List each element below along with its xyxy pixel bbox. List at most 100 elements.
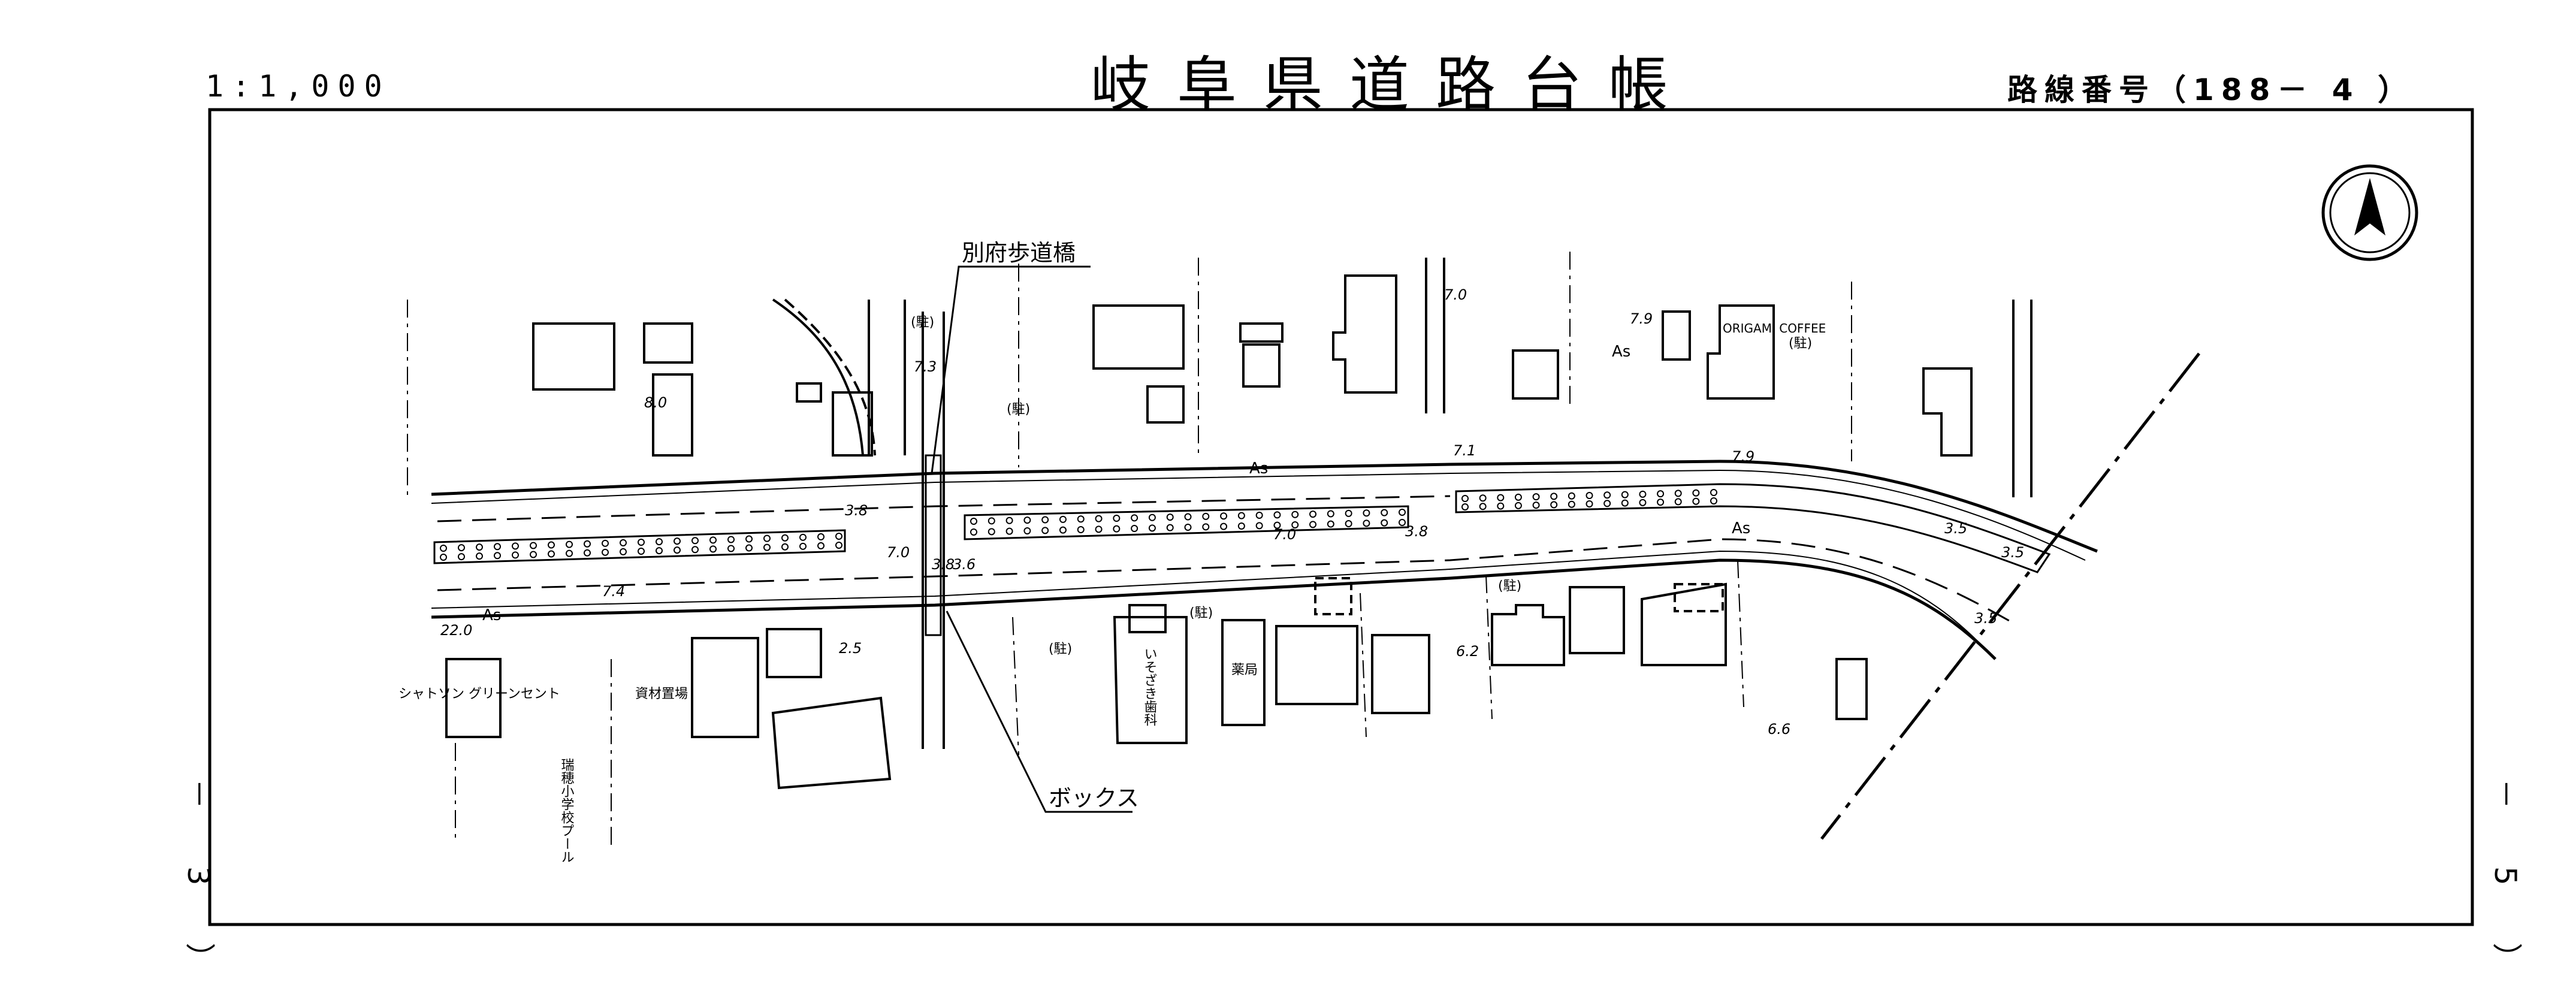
tree-dot xyxy=(1399,519,1406,526)
tree-dot xyxy=(566,540,573,548)
tree-dot xyxy=(781,534,789,542)
width-label: 7.1 xyxy=(1453,442,1476,459)
tree-dot xyxy=(494,543,501,551)
tree-dot xyxy=(1184,513,1192,521)
width-label: 6.6 xyxy=(1768,721,1790,738)
tree-dot xyxy=(1255,522,1263,530)
tree-dot xyxy=(1148,513,1156,521)
tree-dot xyxy=(817,533,825,540)
tree-dot xyxy=(674,537,681,545)
parking-label: (駐) xyxy=(911,315,934,330)
surface-labels: As As As As xyxy=(482,343,1750,624)
callout-underlines xyxy=(959,265,1133,813)
buildings xyxy=(445,274,1973,790)
tree-dot xyxy=(1381,519,1388,527)
width-label: 3.5 xyxy=(2001,544,2024,561)
tree-dot xyxy=(970,528,977,536)
tree-dot xyxy=(1041,527,1049,534)
tree-dot xyxy=(458,544,465,552)
tree-dot xyxy=(727,536,735,543)
tree-dot xyxy=(1621,491,1629,498)
tree-dot xyxy=(1345,520,1352,527)
tree-dot xyxy=(1113,515,1121,522)
tree-dot xyxy=(1291,510,1299,518)
surface-label: As xyxy=(1249,460,1268,478)
tree-dot xyxy=(835,542,842,549)
parking-label: (駐) xyxy=(1789,336,1812,351)
width-label: 7.9 xyxy=(1630,310,1653,327)
tree-dot xyxy=(1327,510,1334,518)
tree-dot xyxy=(656,538,663,546)
tree-dot xyxy=(1095,515,1103,522)
tree-dot xyxy=(1692,497,1700,505)
tree-dot xyxy=(620,548,627,555)
tree-dot xyxy=(1237,512,1245,519)
road-map: 別府歩道橋 ボックス シャトソン グリーンセント 資材置場 瑞穂小学校プール い… xyxy=(208,108,2474,926)
tree-dot xyxy=(799,533,807,541)
tree-dot xyxy=(1291,521,1299,528)
tree-dot xyxy=(638,548,645,555)
tree-dot xyxy=(512,551,519,559)
tree-dot xyxy=(1273,521,1281,529)
width-label: 22.0 xyxy=(440,622,472,639)
tree-dot xyxy=(1041,516,1049,524)
tree-dot xyxy=(1363,509,1370,517)
tree-dot xyxy=(745,535,753,543)
tree-dot xyxy=(1327,520,1334,528)
tree-dot xyxy=(584,549,591,557)
tree-dots xyxy=(440,489,1717,561)
tree-dot xyxy=(1184,524,1192,531)
road-edges xyxy=(431,460,2098,660)
tree-dot xyxy=(691,537,699,545)
place-materials-yard: 資材置場 xyxy=(635,687,688,702)
tree-dot xyxy=(835,533,842,540)
tree-dot xyxy=(656,547,663,555)
tree-dot xyxy=(987,528,995,536)
tree-dot xyxy=(566,549,573,557)
tree-dot xyxy=(1255,512,1263,519)
tree-dot xyxy=(1202,523,1210,531)
tree-dot xyxy=(1568,500,1575,508)
tree-dot xyxy=(817,542,825,549)
surface-label: As xyxy=(482,606,501,624)
tree-dot xyxy=(745,544,753,552)
tree-dot xyxy=(1023,527,1031,534)
tree-dot xyxy=(602,539,609,547)
tree-dot xyxy=(1220,522,1228,530)
tree-dot xyxy=(512,542,519,550)
tree-dot xyxy=(1461,503,1469,510)
map-scale: 1:1,000 xyxy=(206,69,391,104)
tree-dot xyxy=(1674,490,1682,497)
tree-dot xyxy=(1514,501,1522,509)
tree-dot xyxy=(1657,490,1665,498)
lane-lines xyxy=(437,495,2014,624)
lot-lines xyxy=(407,252,1852,851)
surface-label: As xyxy=(1612,343,1630,361)
tree-dot xyxy=(1586,500,1593,507)
tree-dot xyxy=(1363,519,1370,527)
cross-streets xyxy=(772,258,2033,497)
tree-dot xyxy=(530,542,537,549)
tree-dot xyxy=(1568,492,1575,500)
tree-dot xyxy=(1309,510,1317,518)
place-dental: いそざき歯科 xyxy=(1142,647,1158,726)
pedestrian-bridge xyxy=(922,312,945,749)
tree-dot xyxy=(1603,491,1611,499)
left-continuation: － 3 ） xyxy=(181,779,216,997)
route-number: 路線番号（188－ 4 ） xyxy=(2007,72,2415,107)
width-label: 3.8 xyxy=(1405,523,1428,540)
tree-dot xyxy=(1710,497,1717,504)
tree-dot xyxy=(1621,499,1629,507)
tree-dot xyxy=(763,543,771,551)
north-arrow-icon xyxy=(2321,164,2418,261)
tree-dot xyxy=(1059,515,1067,523)
tree-dot xyxy=(638,539,645,546)
width-label: 7.9 xyxy=(1732,448,1754,465)
tree-dot xyxy=(1113,525,1121,533)
tree-dot xyxy=(1202,512,1210,520)
tree-dot xyxy=(494,552,501,560)
tree-dot xyxy=(602,548,609,556)
tree-dot xyxy=(1479,494,1487,502)
tree-dot xyxy=(1657,498,1665,506)
tree-dot xyxy=(476,543,483,551)
